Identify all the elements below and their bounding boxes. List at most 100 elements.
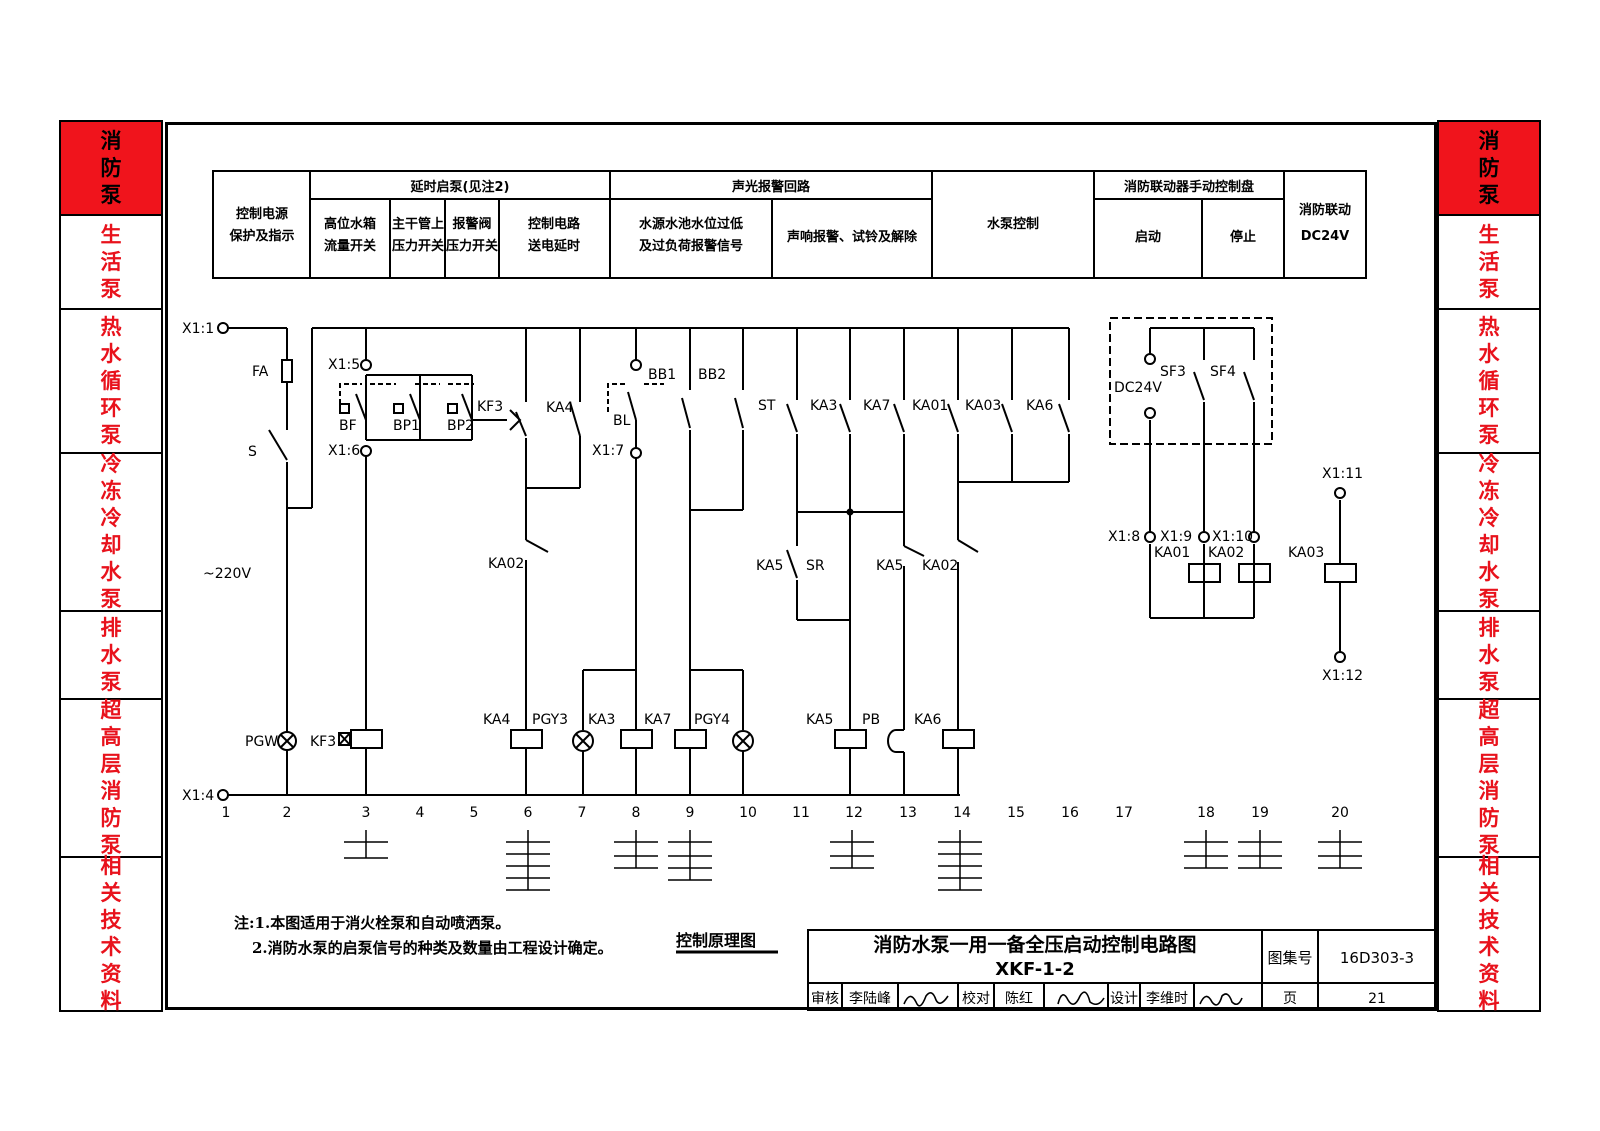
label-ka03: KA03: [965, 398, 1001, 414]
label-bb1: BB1: [648, 367, 676, 383]
col-number: 2: [283, 805, 292, 821]
label-ka6-coil: KA6: [914, 712, 942, 728]
label-sr: SR: [806, 558, 825, 574]
label-st: ST: [758, 398, 776, 414]
review-label: 审核: [811, 991, 839, 1007]
terminal-x1-7: [630, 447, 642, 459]
terminal-x1-12: [1334, 651, 1346, 663]
label-x1-11: X1:11: [1322, 466, 1363, 482]
label-x1-9: X1:9: [1160, 529, 1192, 545]
label-ka5-coil: KA5: [806, 712, 833, 728]
terminal-x1-11: [1334, 487, 1346, 499]
tab-hot-water-pump-right[interactable]: 热水循环泵: [1439, 310, 1539, 454]
label-ka03-coil: KA03: [1288, 545, 1324, 561]
label-ka02-coil: KA02: [1208, 545, 1244, 561]
col-number: 8: [632, 805, 641, 821]
terminal-x1-9: [1198, 531, 1210, 543]
terminal-bb1: [630, 359, 642, 371]
col-number: 6: [524, 805, 533, 821]
page-number: 21: [1368, 991, 1386, 1007]
tab-chilled-water-pump[interactable]: 冷冻冷却水泵: [61, 452, 161, 612]
terminal-dc24v-top: [1144, 353, 1156, 365]
atlas-number: 16D303-3: [1340, 949, 1414, 967]
tab-hot-water-pump[interactable]: 热水循环泵: [61, 310, 161, 454]
label-bp2: BP2: [447, 418, 474, 434]
label-x1-10: X1:10: [1212, 529, 1253, 545]
col-number: 1: [222, 805, 231, 821]
label-sf3: SF3: [1160, 364, 1186, 380]
col-number: 5: [470, 805, 479, 821]
terminal-x1-4: [217, 789, 229, 801]
label-pump-control: 水泵控制: [987, 216, 1039, 232]
label-linkage-1: 消防联动: [1299, 202, 1351, 218]
label-fa: FA: [252, 364, 269, 380]
label-alarm-0b: 及过负荷报警信号: [639, 238, 743, 254]
terminal-x1-5: [360, 359, 372, 371]
drawing-code: XKF-1-2: [995, 959, 1075, 980]
label-ka3: KA3: [588, 712, 615, 728]
label-bf: BF: [339, 418, 357, 434]
col-number: 15: [1007, 805, 1025, 821]
label-delay-1a: 主干管上: [392, 216, 444, 232]
label-pb: PB: [862, 712, 880, 728]
label-x1-8: X1:8: [1108, 529, 1140, 545]
tab-high-rise-fire-pump[interactable]: 超高层消防泵: [61, 698, 161, 858]
label-delay-0a: 高位水箱: [324, 216, 376, 232]
left-sidebar: 消防泵 生活泵 热水循环泵 冷冻冷却水泵 排水泵 超高层消防泵 相关技术资料: [59, 120, 163, 1013]
label-s: S: [248, 444, 257, 460]
label-ka01-coil: KA01: [1154, 545, 1190, 561]
right-sidebar: 消防泵 生活泵 热水循环泵 冷冻冷却水泵 排水泵 超高层消防泵 相关技术资料: [1437, 120, 1541, 1013]
label-power-1: 控制电源: [236, 206, 288, 222]
label-power-2: 保护及指示: [228, 228, 294, 244]
tab-chilled-water-pump-right[interactable]: 冷冻冷却水泵: [1439, 452, 1539, 612]
col-number: 14: [953, 805, 971, 821]
label-ka5-b: KA5: [876, 558, 903, 574]
label-alarm-1: 声响报警、试铃及解除: [786, 229, 918, 245]
tab-fire-pump-right[interactable]: 消防泵: [1439, 122, 1539, 216]
tab-fire-pump[interactable]: 消防泵: [61, 122, 161, 216]
tab-domestic-pump[interactable]: 生活泵: [61, 216, 161, 310]
terminal-x1-1: [217, 322, 229, 334]
col-number: 4: [416, 805, 425, 821]
col-number: 11: [792, 805, 810, 821]
label-stop: 停止: [1230, 229, 1256, 245]
label-x1-6: X1:6: [328, 443, 360, 459]
label-delay-3b: 送电延时: [527, 238, 580, 254]
tab-drain-pump-right[interactable]: 排水泵: [1439, 612, 1539, 700]
label-delay-0b: 流量开关: [324, 238, 376, 254]
tab-domestic-pump-right[interactable]: 生活泵: [1439, 216, 1539, 310]
label-alarm-group: 声光报警回路: [731, 179, 811, 195]
label-bp1: BP1: [393, 418, 420, 434]
col-number: 16: [1061, 805, 1079, 821]
note-2: 2.消防水泵的启泵信号的种类及数量由工程设计确定。: [252, 939, 613, 957]
tab-drain-pump[interactable]: 排水泵: [61, 612, 161, 700]
signature-marks: [903, 991, 1243, 1007]
col-number: 12: [845, 805, 863, 821]
label-kf3: KF3: [310, 734, 336, 750]
col-number: 19: [1251, 805, 1269, 821]
terminal-x1-10: [1248, 531, 1260, 543]
col-number: 10: [739, 805, 757, 821]
label-kf3-contact: KF3: [477, 399, 503, 415]
label-delay-group: 延时启泵(见注2): [410, 179, 510, 195]
label-manual-group: 消防联动器手动控制盘: [1124, 179, 1254, 195]
drawing-title: 消防水泵一用一备全压启动控制电路图: [873, 933, 1196, 956]
terminal-x1-8: [1144, 531, 1156, 543]
tab-high-rise-fire-pump-right[interactable]: 超高层消防泵: [1439, 698, 1539, 858]
label-ka02: KA02: [488, 556, 524, 572]
label-delay-3a: 控制电路: [528, 216, 581, 232]
label-sf4: SF4: [1210, 364, 1236, 380]
label-x1-1: X1:1: [182, 321, 214, 337]
label-x1-4: X1:4: [182, 788, 214, 804]
label-ka5: KA5: [756, 558, 783, 574]
drawing-frame: [165, 122, 1437, 1010]
tab-related-docs-right[interactable]: 相关技术资料: [1478, 854, 1500, 1013]
tab-related-docs[interactable]: 相关技术资料: [100, 854, 122, 1013]
label-pgw: PGW: [245, 734, 278, 750]
section-label: 控制原理图: [676, 931, 756, 950]
label-voltage: ~220V: [203, 566, 251, 582]
col-number: 18: [1197, 805, 1215, 821]
label-bb2: BB2: [698, 367, 726, 383]
terminal-dc24v-bot: [1144, 407, 1156, 419]
